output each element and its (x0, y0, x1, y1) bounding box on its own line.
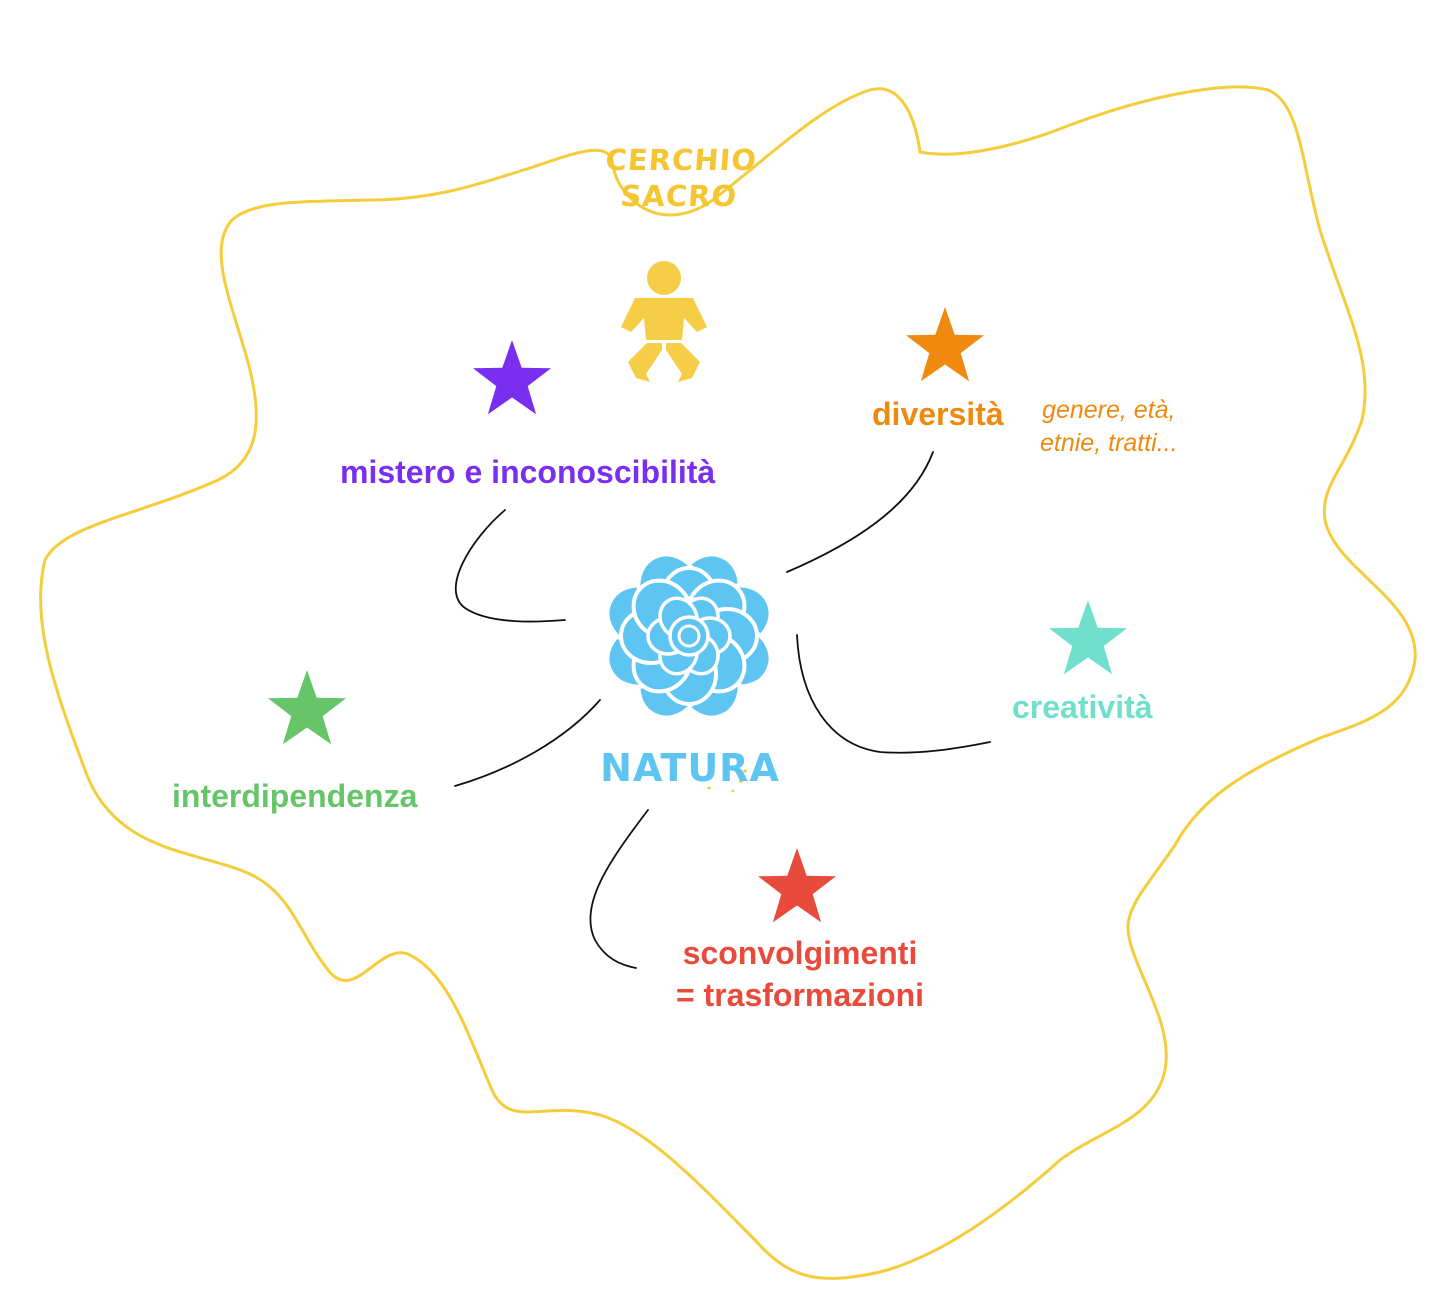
baby-icon (621, 261, 707, 382)
flower-icon (605, 552, 773, 720)
star-icon-sconvolgimenti (758, 848, 836, 923)
sparkle-dots (707, 755, 747, 793)
sacred-circle-outline (39, 85, 1417, 1280)
concept-mistero: mistero e inconoscibilità (340, 454, 716, 490)
title-line-2: SACRO (619, 179, 739, 214)
sconvolgimenti-line-2: = trasformazioni (675, 976, 925, 1013)
concept-creativita: creatività (1012, 689, 1153, 725)
diversita-note-line-1: genere, età, (1042, 396, 1176, 424)
star-icon-interdipendenza (268, 670, 346, 745)
star-icon-creativita (1049, 600, 1127, 675)
connector-sconvolgimenti (589, 809, 649, 969)
concept-diversita: diversità (872, 396, 1004, 432)
connector-mistero (454, 509, 566, 623)
connector-creativita (796, 634, 991, 754)
title-line-1: CERCHIO (604, 143, 759, 177)
concept-sconvolgimenti: sconvolgimenti = trasformazioni (660, 933, 940, 1016)
connector-diversita (786, 451, 934, 573)
diversita-note: genere, età, etnie, tratti... (1040, 394, 1178, 459)
center-label: NATURA (600, 746, 780, 790)
star-icon-mistero (473, 340, 551, 415)
star-icon-diversita (906, 307, 984, 382)
diversita-note-line-2: etnie, tratti... (1040, 428, 1178, 457)
concept-interdipendenza: interdipendenza (172, 778, 418, 814)
connector-interdipendenza (454, 699, 601, 787)
diagram-title: CERCHIO SACRO (587, 142, 772, 215)
sconvolgimenti-line-1: sconvolgimenti (682, 935, 918, 971)
